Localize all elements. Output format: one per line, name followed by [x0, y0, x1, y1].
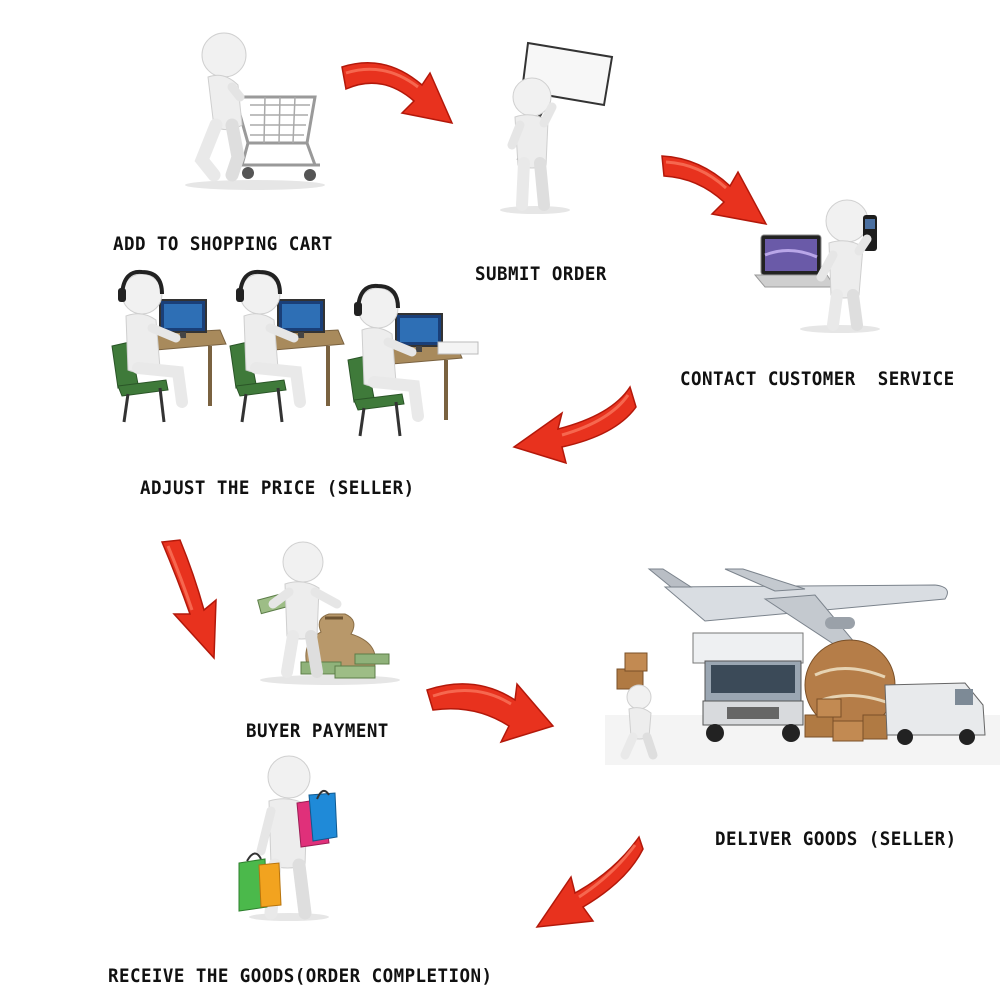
- step-label-receive-goods: RECEIVE THE GOODS(ORDER COMPLETION): [108, 965, 493, 987]
- step-label-contact-service: CONTACT CUSTOMER SERVICE: [680, 368, 955, 390]
- flow-arrow-1: [340, 55, 455, 130]
- flow-arrow-2: [660, 148, 770, 228]
- step-label-add-to-cart: ADD TO SHOPPING CART: [113, 233, 333, 255]
- step-label-adjust-price: ADJUST THE PRICE (SELLER): [140, 477, 415, 499]
- shopping-bags-figure-icon: [225, 755, 355, 925]
- money-figure-icon: [255, 540, 410, 690]
- step-label-buyer-payment: BUYER PAYMENT: [246, 720, 389, 742]
- step-label-deliver-goods: DELIVER GOODS (SELLER): [715, 828, 957, 850]
- call-center-figures-icon: [108, 272, 488, 437]
- step-label-submit-order: SUBMIT ORDER: [475, 263, 607, 285]
- phone-laptop-figure-icon: [753, 195, 895, 335]
- flow-arrow-6: [535, 835, 645, 930]
- shopping-cart-figure-icon: [180, 25, 340, 190]
- delivery-vehicles-icon: [605, 565, 1000, 765]
- sign-holding-figure-icon: [490, 35, 620, 215]
- flow-arrow-5: [425, 670, 555, 745]
- flow-arrow-3: [512, 385, 637, 465]
- flow-arrow-4: [160, 539, 220, 660]
